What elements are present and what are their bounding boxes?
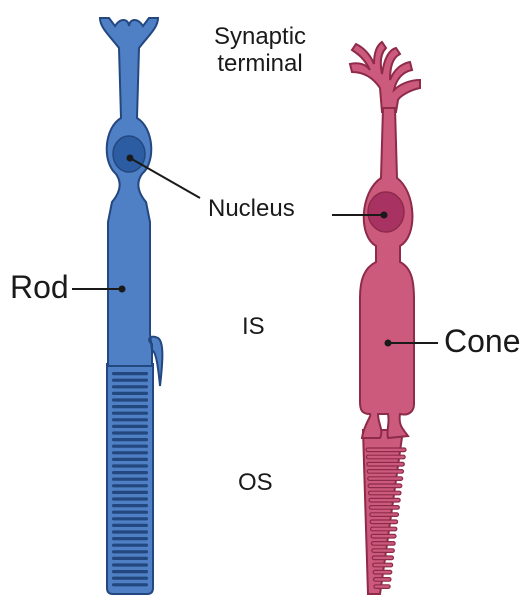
rod-disk: [112, 583, 148, 586]
rod-body: [100, 18, 162, 386]
rod-disk: [112, 438, 148, 441]
cone-lamella: [369, 491, 401, 495]
rod-disk: [112, 478, 148, 481]
rod-disk: [112, 385, 148, 388]
cone-lamella: [366, 455, 405, 459]
rod-disk: [112, 491, 148, 494]
rod-disk: [112, 497, 148, 500]
rod-disk: [112, 412, 148, 415]
rod-disk: [112, 418, 148, 421]
pointer-rod-dot: [119, 286, 126, 293]
cone-lamella: [371, 534, 396, 538]
synaptic-terminal-label: Synaptic terminal: [196, 24, 324, 78]
rod-disk: [112, 451, 148, 454]
cone-lamella: [373, 570, 392, 574]
rod-disk: [112, 517, 148, 520]
rod-disk: [112, 544, 148, 547]
rod-disk: [112, 464, 148, 467]
cone-lamella: [368, 477, 403, 481]
rod-cell: [100, 18, 162, 594]
pointer-nucleus-cone-dot: [381, 212, 388, 219]
cone-lamella: [367, 462, 404, 466]
cone-cell: [350, 42, 420, 594]
rod-disk: [112, 445, 148, 448]
cone-lamella: [372, 549, 394, 553]
cone-synaptic-terminal: [350, 42, 420, 112]
synaptic-terminal-label-line2: terminal: [217, 50, 302, 77]
rod-disk: [112, 550, 148, 553]
cone-lamella: [374, 585, 390, 589]
cone-lamella: [369, 506, 399, 510]
nucleus-label: Nucleus: [208, 196, 295, 223]
cone-label: Cone: [444, 324, 521, 360]
rod-disk: [112, 471, 148, 474]
rod-disk: [112, 398, 148, 401]
rod-disk: [112, 570, 148, 573]
rod-disk: [112, 563, 148, 566]
cone-lamella: [369, 498, 400, 502]
cone-lamella: [367, 470, 403, 474]
pointer-nucleus-rod-dot: [127, 155, 134, 162]
rod-disk: [112, 524, 148, 527]
pointer-cone-dot: [385, 340, 392, 347]
cone-nucleus: [368, 192, 404, 232]
cone-body: [360, 108, 414, 438]
cone-lamella: [372, 556, 393, 560]
rod-disk: [112, 511, 148, 514]
cone-lamella: [371, 542, 395, 546]
outer-segment-label: OS: [238, 470, 273, 497]
cone-lamella: [368, 484, 402, 488]
rod-disk: [112, 530, 148, 533]
synaptic-terminal-label-line1: Synaptic: [214, 23, 306, 50]
rod-disk: [112, 458, 148, 461]
rod-disk: [112, 504, 148, 507]
rod-disk: [112, 431, 148, 434]
rod-disk: [112, 405, 148, 408]
cone-lamella: [371, 527, 397, 531]
rod-disk: [112, 577, 148, 580]
rod-label: Rod: [10, 270, 69, 306]
rod-nucleus: [113, 136, 145, 172]
rod-disk: [112, 537, 148, 540]
cone-lamella: [370, 513, 399, 517]
cone-lamella: [374, 578, 391, 582]
inner-segment-label: IS: [242, 314, 265, 341]
cone-lamella: [370, 520, 397, 524]
rod-disk: [112, 557, 148, 560]
rod-disk: [112, 484, 148, 487]
rod-disk: [112, 379, 148, 382]
rod-disk: [112, 392, 148, 395]
rod-disk: [112, 372, 148, 375]
cone-lamella: [366, 448, 406, 452]
rod-disk: [112, 425, 148, 428]
cone-lamella: [373, 563, 393, 567]
